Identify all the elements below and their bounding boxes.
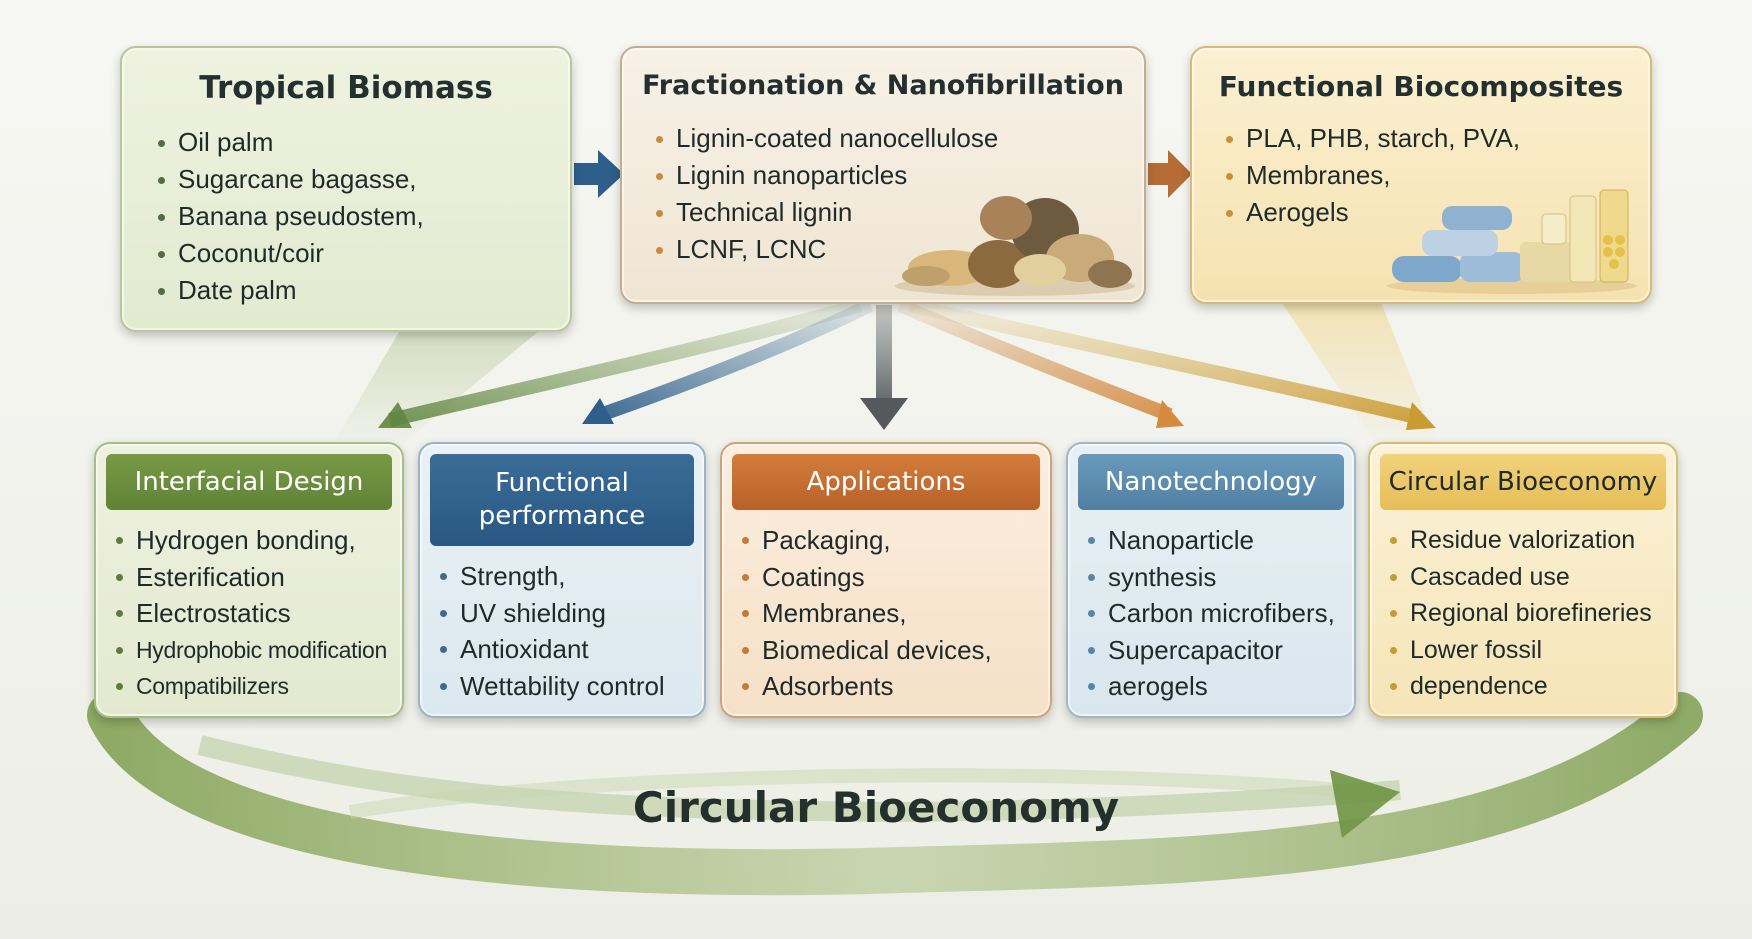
list-item: Lower fossil <box>1386 632 1652 669</box>
functional-performance-header: Functional performance <box>430 454 694 546</box>
list-item: Aerogels <box>1222 194 1520 231</box>
list-item: Packaging, <box>738 522 992 559</box>
fractionation-title: Fractionation & Nanofibrillation <box>642 70 1124 101</box>
functional-biocomposites-box: Functional Biocomposites PLA, PHB, starc… <box>1190 46 1652 304</box>
list-item: Membranes, <box>1222 157 1520 194</box>
circular-bioeconomy-label: Circular Bioeconomy <box>632 783 1120 832</box>
list-item: Adsorbents <box>738 668 992 705</box>
functional-performance-list: Strength, UV shielding Antioxidant Wetta… <box>436 558 665 704</box>
fractionation-box: Fractionation & Nanofibrillation Lignin-… <box>620 46 1146 304</box>
list-item: UV shielding <box>436 595 665 632</box>
tropical-biomass-box: Tropical Biomass Oil palm Sugarcane baga… <box>120 46 572 332</box>
list-item: Residue valorization <box>1386 522 1652 559</box>
applications-box: Applications Packaging, Coatings Membran… <box>720 442 1052 718</box>
list-item: Lignin nanoparticles <box>652 157 998 194</box>
list-item: Membranes, <box>738 595 992 632</box>
nanotechnology-box: Nanotechnology Nanoparticle synthesis Ca… <box>1066 442 1356 718</box>
functional-performance-title-line2: performance <box>478 501 646 531</box>
list-item: Coconut/coir <box>154 235 424 272</box>
list-item: Compatibilizers <box>112 668 387 705</box>
biocomposite-products-illustration <box>1387 189 1637 294</box>
list-item: Nanoparticle <box>1084 522 1335 559</box>
list-item: Strength, <box>436 558 665 595</box>
list-item: Antioxidant <box>436 631 665 668</box>
list-item: Hydrogen bonding, <box>112 522 387 559</box>
nanotechnology-list: Nanoparticle synthesis Carbon microfiber… <box>1084 522 1335 705</box>
interfacial-design-header: Interfacial Design <box>106 454 392 510</box>
list-item: aerogels <box>1084 668 1335 705</box>
list-item: Supercapacitor <box>1084 632 1335 669</box>
list-item: Esterification <box>112 559 387 596</box>
list-item: Electrostatics <box>112 595 387 632</box>
functional-biocomposites-title: Functional Biocomposites <box>1218 70 1624 103</box>
circular-bioeconomy-header: Circular Bioeconomy <box>1380 454 1666 510</box>
nanotechnology-header: Nanotechnology <box>1078 454 1344 510</box>
applications-header: Applications <box>732 454 1040 510</box>
interfacial-design-list: Hydrogen bonding, Esterification Electro… <box>112 522 387 705</box>
functional-performance-box: Functional performance Strength, UV shie… <box>418 442 706 718</box>
tropical-biomass-title: Tropical Biomass <box>199 70 493 106</box>
list-item: Hydrophobic modification <box>112 632 387 669</box>
list-item: Technical lignin <box>652 194 998 231</box>
circular-bioeconomy-box: Circular Bioeconomy Residue valorization… <box>1368 442 1678 718</box>
interfacial-design-box: Interfacial Design Hydrogen bonding, Est… <box>94 442 404 718</box>
functional-performance-title-line1: Functional <box>495 468 629 498</box>
list-item: Wettability control <box>436 668 665 705</box>
list-item: Biomedical devices, <box>738 632 992 669</box>
list-item: dependence <box>1386 668 1652 705</box>
biomass-pile-illustration <box>895 196 1135 296</box>
tropical-biomass-list: Oil palm Sugarcane bagasse, Banana pseud… <box>154 124 424 309</box>
circular-bioeconomy-list: Residue valorization Cascaded use Region… <box>1386 522 1652 705</box>
list-item: Date palm <box>154 272 424 309</box>
list-item: Sugarcane bagasse, <box>154 161 424 198</box>
list-item: Regional biorefineries <box>1386 595 1652 632</box>
applications-list: Packaging, Coatings Membranes, Biomedica… <box>738 522 992 705</box>
list-item: PLA, PHB, starch, PVA, <box>1222 120 1520 157</box>
fractionation-list: Lignin-coated nanocellulose Lignin nanop… <box>652 120 998 268</box>
functional-biocomposites-list: PLA, PHB, starch, PVA, Membranes, Aeroge… <box>1222 120 1520 231</box>
list-item: Cascaded use <box>1386 559 1652 596</box>
list-item: Carbon microfibers, <box>1084 595 1335 632</box>
list-item: Coatings <box>738 559 992 596</box>
list-item: Lignin-coated nanocellulose <box>652 120 998 157</box>
list-item: synthesis <box>1084 559 1335 596</box>
list-item: Oil palm <box>154 124 424 161</box>
list-item: Banana pseudostem, <box>154 198 424 235</box>
list-item: LCNF, LCNC <box>652 231 998 268</box>
